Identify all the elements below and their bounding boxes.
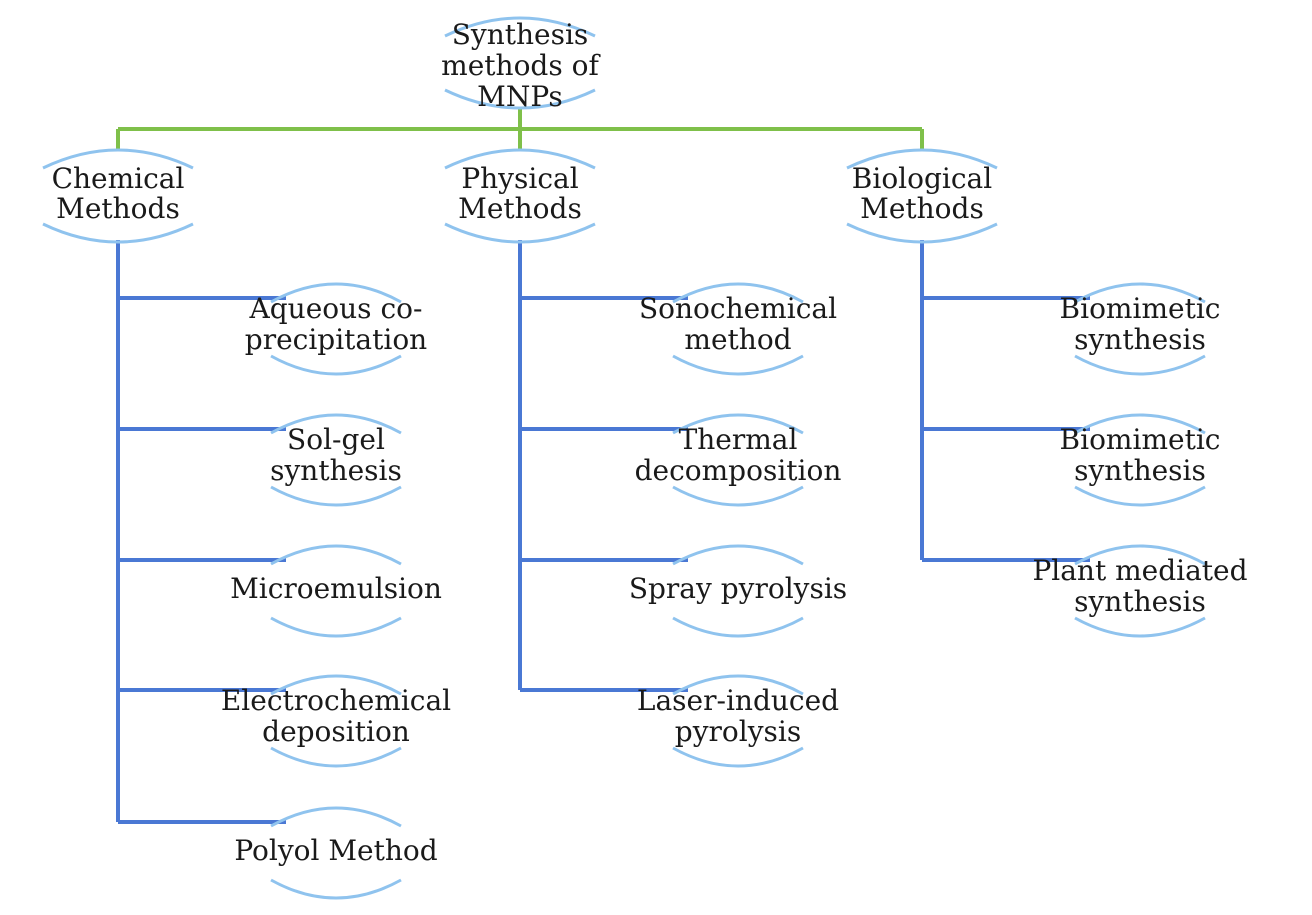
category-2-child-1-label-line: synthesis (1074, 454, 1206, 487)
category-2-child-2-outline-bottom (1074, 616, 1206, 638)
category-0-label-line: Chemical (52, 162, 185, 195)
category-1-outline-top (444, 148, 596, 170)
category-0-child-1-outline-bottom (270, 485, 402, 507)
category-0-label-line: Methods (56, 192, 180, 225)
category-0-child-2-outline-bottom (270, 616, 402, 638)
category-1-child-0-label-line: Sonochemical (639, 292, 837, 325)
node-outlines (42, 16, 1206, 900)
category-0-child-3-label-line: Electrochemical (221, 684, 451, 717)
category-2-child-0-outline-top (1074, 282, 1206, 304)
category-1-child-1-outline-top (672, 413, 804, 435)
category-0-child-2-outline-top (270, 544, 402, 566)
root-node-label-line: MNPs (477, 80, 563, 113)
root-node-outline-top (444, 16, 596, 38)
root-node-label-line: Synthesis (452, 18, 589, 51)
category-0-child-4-outline-bottom (270, 878, 402, 900)
category-0-child-1-label-line: Sol-gel (287, 423, 385, 456)
category-2-child-0-label-line: synthesis (1074, 323, 1206, 356)
category-2-label-line: Biological (852, 162, 992, 195)
root-node-label-line: methods of (441, 49, 601, 82)
category-0-child-0-outline-bottom (270, 354, 402, 376)
category-1-child-3-label-line: pyrolysis (675, 715, 801, 748)
category-2-child-2-outline-top (1074, 544, 1206, 566)
category-0-child-0-label-line: Aqueous co- (249, 292, 423, 325)
category-1-child-2-outline-top (672, 544, 804, 566)
category-2-child-1-outline-top (1074, 413, 1206, 435)
category-1-child-1-label-line: decomposition (635, 454, 842, 487)
category-1-child-0-outline-top (672, 282, 804, 304)
category-1-label-line: Physical (461, 162, 578, 195)
category-0-child-4-label-line: Polyol Method (234, 834, 437, 867)
category-1-child-3-outline-bottom (672, 746, 804, 768)
category-2-label-line: Methods (860, 192, 984, 225)
category-0-child-0-outline-top (270, 282, 402, 304)
category-2-child-2-label-line: synthesis (1074, 585, 1206, 618)
category-2-outline-bottom (846, 222, 998, 244)
category-2-outline-top (846, 148, 998, 170)
category-0-child-3-outline-bottom (270, 746, 402, 768)
category-2-child-0-outline-bottom (1074, 354, 1206, 376)
category-1-child-2-label-line: Spray pyrolysis (629, 572, 847, 605)
category-2-child-0-label-line: Biomimetic (1060, 292, 1221, 325)
category-0-child-2-label-line: Microemulsion (230, 572, 442, 605)
category-2-child-1-label-line: Biomimetic (1060, 423, 1221, 456)
category-1-child-3-outline-top (672, 674, 804, 696)
category-0-outline-top (42, 148, 194, 170)
category-1-child-2-label: Spray pyrolysis (629, 572, 847, 605)
category-0-child-4-outline-top (270, 806, 402, 828)
category-1-child-3-label-line: Laser-induced (637, 684, 839, 717)
category-1-child-0-outline-bottom (672, 354, 804, 376)
category-0-child-0-label-line: precipitation (245, 323, 427, 356)
category-1-label-line: Methods (458, 192, 582, 225)
category-0-child-2-label: Microemulsion (230, 572, 442, 605)
category-2-child-1-outline-bottom (1074, 485, 1206, 507)
category-1-child-0-label-line: method (684, 323, 791, 356)
category-0-child-3-outline-top (270, 674, 402, 696)
category-1-outline-bottom (444, 222, 596, 244)
category-0-outline-bottom (42, 222, 194, 244)
root-node-outline-bottom (444, 88, 596, 110)
category-0-child-3-label-line: deposition (262, 715, 410, 748)
category-1-child-1-outline-bottom (672, 485, 804, 507)
category-0-child-0-label: Aqueous co-precipitation (245, 292, 427, 356)
category-0-child-1-label-line: synthesis (270, 454, 402, 487)
category-0-child-1-outline-top (270, 413, 402, 435)
category-0-child-4-label: Polyol Method (234, 834, 437, 867)
category-2-child-2-label-line: Plant mediated (1032, 554, 1247, 587)
category-1-child-2-outline-bottom (672, 616, 804, 638)
connector-lines (116, 108, 1090, 824)
category-1-child-1-label-line: Thermal (679, 423, 798, 456)
